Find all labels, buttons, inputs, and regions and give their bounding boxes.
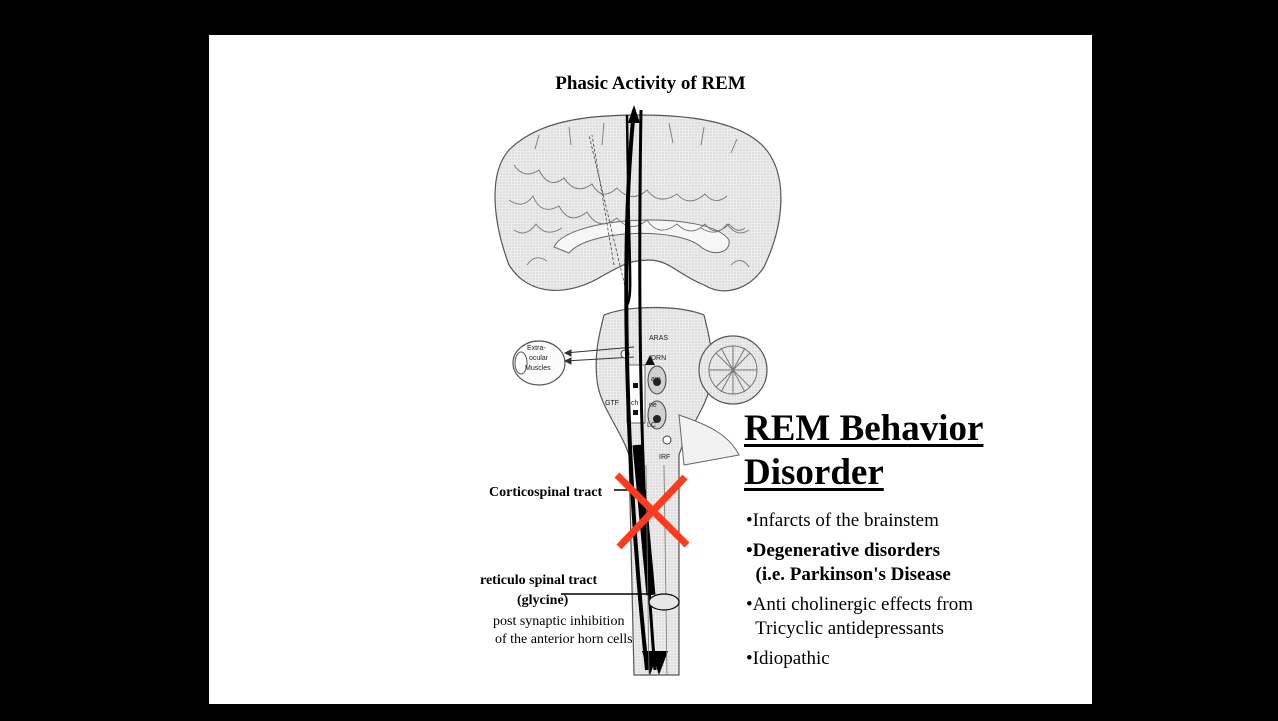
bullet-item: •Idiopathic (746, 647, 973, 671)
irf-label: IRF (659, 454, 670, 461)
eye-label-1: Extra- (527, 345, 546, 352)
lc-label: LC (647, 422, 656, 429)
cerebrum (495, 115, 781, 291)
eye-label-3: Muscles (525, 365, 551, 372)
bullet-item: •Anti cholinergic effects from (746, 593, 973, 617)
cerebellum (699, 336, 767, 404)
corticospinal-label: Corticospinal tract (489, 484, 602, 501)
bullet-item: •Infarcts of the brainstem (746, 509, 973, 533)
reticulo-label: reticulo spinal tract (480, 572, 597, 589)
heading-line-1: REM Behavior (744, 408, 983, 449)
bullet-item: (i.e. Parkinson's Disease (746, 563, 973, 587)
gtf-label: GTF (605, 400, 619, 407)
eye-label-2: ocular (529, 355, 549, 362)
inhibition-line-2: of the anterior horn cells (495, 631, 633, 648)
aras-label: ARAS (649, 335, 668, 342)
inhibition-line-1: post synaptic inhibition (493, 613, 624, 630)
glycine-oval (649, 594, 679, 610)
bullet-item: Tricyclic antidepressants (746, 617, 973, 641)
slide: Phasic Activity of REM (209, 35, 1092, 704)
drn-label: DRN (651, 355, 666, 362)
ch-label: ch (631, 400, 639, 407)
bullet-list: •Infarcts of the brainstem •Degenerative… (746, 509, 973, 671)
heading-line-2: Disorder (744, 452, 884, 493)
bullet-item: •Degenerative disorders (746, 539, 973, 563)
rbd-heading: REM Behavior Disorder (744, 407, 983, 495)
ne-label: ne (649, 402, 657, 409)
glycine-label: (glycine) (517, 592, 568, 609)
am-label: am (651, 376, 661, 383)
